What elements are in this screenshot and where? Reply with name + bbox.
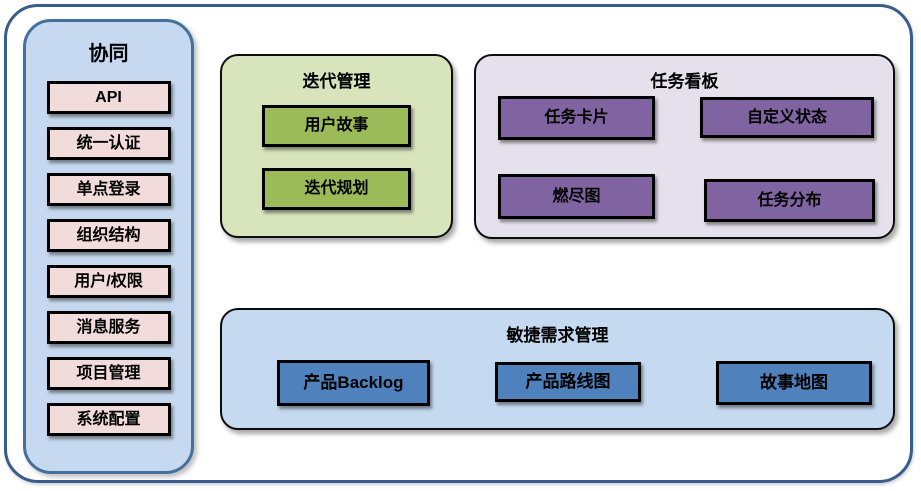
task-board-title: 任务看板 [650,72,719,91]
agile-item: 产品Backlog [277,360,430,406]
outer-frame: 协同 API 统一认证单点登录组织结构用户/权限消息服务项目管理系统配置 迭代管理… [4,4,913,483]
collaboration-item: 项目管理 [46,357,171,390]
iteration-item-list: 用户故事迭代规划 [222,105,451,210]
taskboard-item: 自定义状态 [700,97,874,138]
collaboration-item: 系统配置 [46,403,171,436]
taskboard-item: 燃尽图 [498,174,655,219]
collaboration-item: 统一认证 [46,127,171,160]
collaboration-panel-title: 协同 [88,43,129,65]
collaboration-item: 组织结构 [46,219,171,252]
agile-item: 产品路线图 [495,362,641,402]
iteration-item: 迭代规划 [262,168,411,210]
collaboration-item-list: API 统一认证单点登录组织结构用户/权限消息服务项目管理系统配置 [26,81,191,436]
collaboration-item: API [46,81,171,114]
collaboration-item: 用户/权限 [46,265,171,298]
iteration-item: 用户故事 [262,105,411,147]
iteration-management-title: 迭代管理 [302,72,371,91]
taskboard-item: 任务分布 [704,179,875,222]
agile-requirements-panel: 产品Backlog 产品路线图 故事地图 敏捷需求管理 [220,308,895,430]
agile-requirements-title: 敏捷需求管理 [506,326,609,345]
collaboration-panel: 协同 API 统一认证单点登录组织结构用户/权限消息服务项目管理系统配置 [23,19,194,474]
iteration-management-panel: 迭代管理 用户故事迭代规划 [220,54,453,238]
task-board-panel: 任务卡片 自定义状态燃尽图 任务分布 任务看板 [474,54,895,239]
collaboration-item: 单点登录 [46,173,171,206]
collaboration-item: 消息服务 [46,311,171,344]
taskboard-item: 任务卡片 [498,96,655,140]
agile-item: 故事地图 [716,361,872,405]
